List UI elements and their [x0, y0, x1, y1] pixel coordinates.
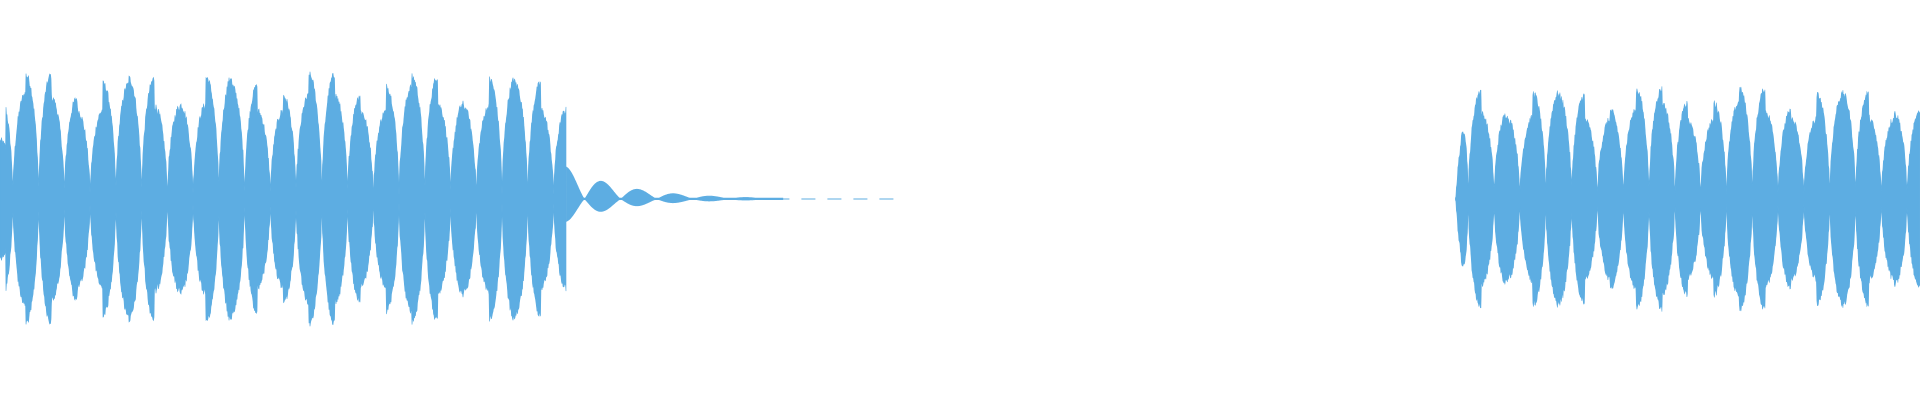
waveform-segments	[0, 71, 1920, 327]
waveform-segment-2	[566, 166, 784, 222]
waveform-segment-3	[1455, 86, 1920, 312]
waveform-segment-1	[0, 71, 567, 327]
